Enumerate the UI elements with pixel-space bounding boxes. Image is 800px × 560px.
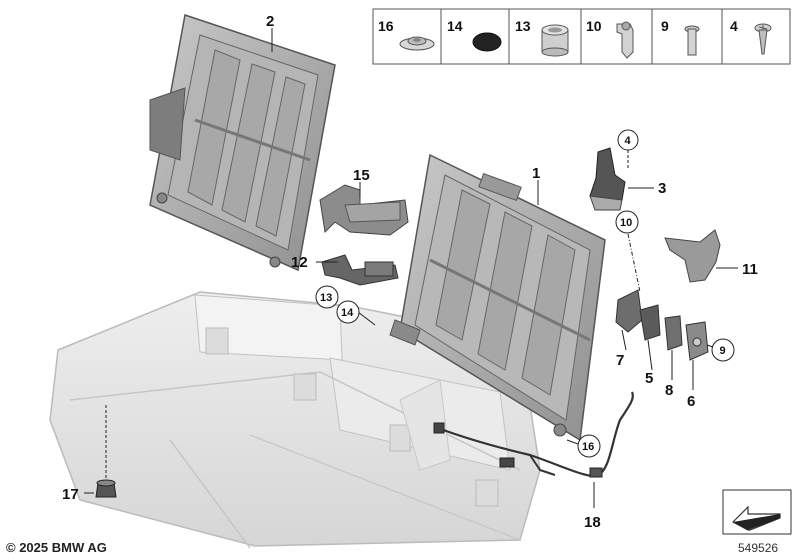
parts-legend: 16 14 13 10 9 4 [372, 8, 791, 65]
legend-label-16: 16 [378, 18, 394, 34]
callout-17: 17 [62, 486, 79, 503]
seat-cushion [49, 291, 541, 549]
cover-plate-part [664, 229, 721, 283]
callouts: 2 1 3 15 12 11 7 5 8 6 17 18 4 10 13 14 … [62, 13, 758, 531]
legend-label-4: 4 [730, 18, 738, 34]
document-number: 549526 [738, 541, 779, 555]
direction-arrow-icon [732, 505, 781, 531]
callout-8: 8 [665, 382, 673, 399]
release-handle-part [589, 147, 626, 211]
callout-2: 2 [266, 13, 274, 30]
callout-3: 3 [658, 180, 666, 197]
callout-15: 15 [353, 167, 370, 184]
callout-14: 14 [341, 307, 354, 319]
leader-lines [84, 28, 738, 508]
left-backrest-frame [149, 14, 336, 272]
hinge-plate-8 [664, 315, 683, 351]
callout-18: 18 [584, 514, 601, 531]
legend-label-9: 9 [661, 18, 669, 34]
wiring-harness-part [433, 391, 634, 478]
callout-10: 10 [620, 217, 632, 229]
legend-label-14: 14 [447, 18, 463, 34]
legend-label-10: 10 [586, 18, 602, 34]
callout-9: 9 [720, 345, 726, 357]
callout-12: 12 [291, 254, 308, 271]
copyright-text: © 2025 BMW AG [6, 540, 107, 555]
callout-11: 11 [742, 261, 758, 278]
trim-cover-part [319, 184, 409, 236]
legend-label-13: 13 [515, 18, 531, 34]
round-plug-icon [472, 32, 502, 52]
callout-5: 5 [645, 370, 653, 387]
bolt-icon [684, 25, 700, 56]
hinge-plate-7 [615, 289, 643, 333]
callout-16: 16 [582, 441, 594, 453]
rivet-clip-icon [399, 36, 435, 51]
hinge-plate-6 [685, 321, 709, 361]
callout-13: 13 [320, 292, 332, 304]
callout-1: 1 [532, 165, 540, 182]
clip-part [95, 479, 117, 498]
mount-bracket-part [321, 254, 399, 286]
right-backrest-frame [389, 153, 606, 442]
hinge-plate-5 [639, 304, 661, 341]
bushing-icon [541, 24, 569, 57]
callout-4: 4 [625, 135, 632, 147]
view-direction-box [722, 489, 792, 535]
callout-7: 7 [616, 352, 624, 369]
screw-icon [754, 23, 772, 55]
bracket-clip-icon [616, 21, 634, 59]
callout-6: 6 [687, 393, 695, 410]
